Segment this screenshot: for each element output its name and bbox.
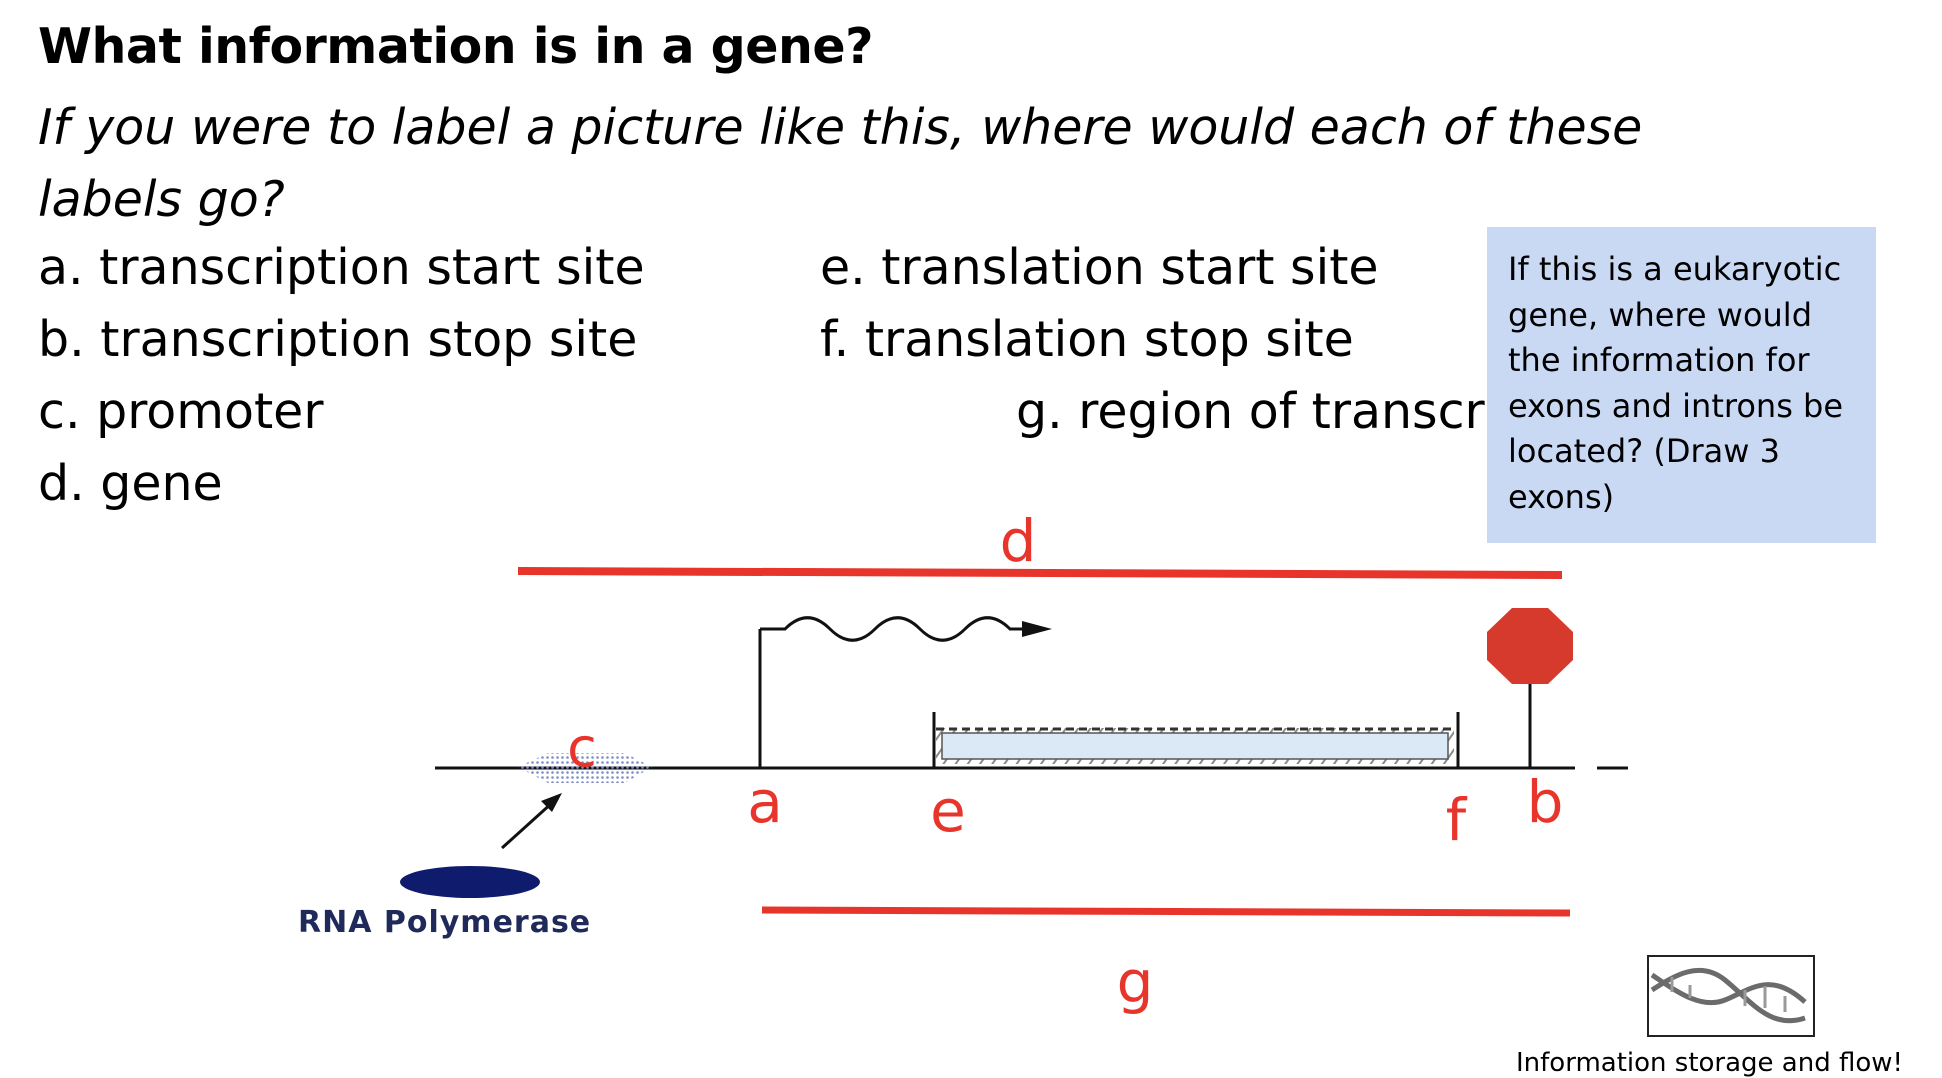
gene-line-d [517,567,1563,579]
marker-d: d [1000,507,1037,575]
promoter-shape [518,753,652,783]
label-e: e. translation start site [820,239,1379,296]
marker-f: f [1446,786,1468,854]
marker-b: b [1527,768,1564,836]
label-a: a. transcription start site [38,239,645,296]
mrna-arrowhead [1022,621,1052,637]
label-b: b. transcription stop site [38,311,638,368]
slide-subtitle: If you were to label a picture like this… [38,99,1643,228]
coding-region-box [941,732,1449,760]
polymerase-arrowhead [541,793,562,812]
label-d: d. gene [38,455,223,512]
marker-c: c [567,716,597,779]
caption-text: Information storage and flow! [1516,1048,1903,1078]
marker-a: a [747,768,783,836]
marker-g: g [1117,948,1154,1016]
label-c: c. promoter [38,383,324,440]
slide-title: What information is in a gene? [38,18,874,75]
rna-polymerase-shape [400,866,540,898]
transcribed-line-g [761,906,1571,917]
label-g: g. region of transcri [1016,383,1499,440]
label-f: f. translation stop site [820,311,1354,368]
rna-polymerase-label: RNA Polymerase [298,905,591,940]
polymerase-arrow [500,800,555,850]
eukaryotic-question-callout: If this is a eukaryotic gene, where woul… [1487,227,1876,543]
stop-sign-icon [1487,608,1573,684]
marker-e: e [930,777,966,845]
mrna-wavy-line [760,616,1022,642]
dna-helix-icon [1647,955,1815,1037]
